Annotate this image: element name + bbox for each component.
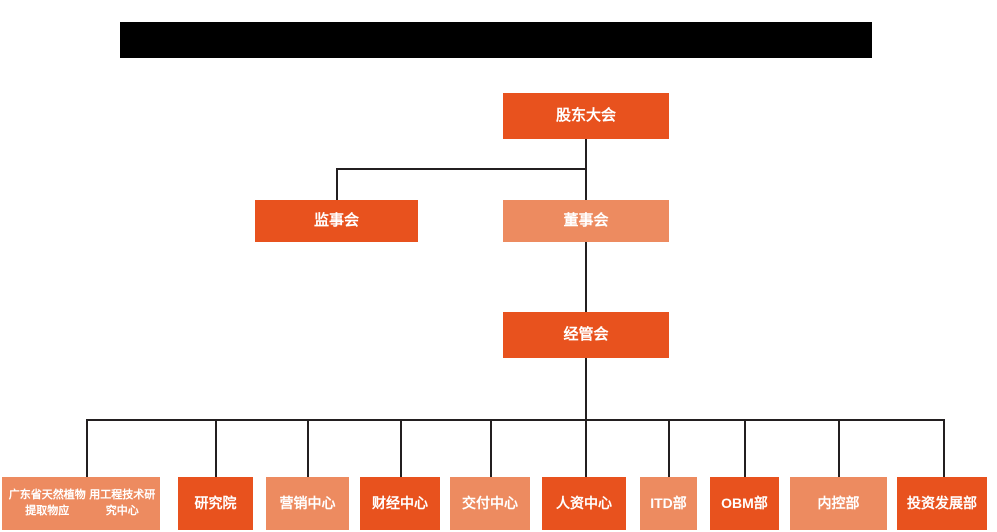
node-hr-center[interactable]: 人资中心 bbox=[542, 477, 626, 530]
node-investment-development-department[interactable]: 投资发展部 bbox=[897, 477, 987, 530]
node-shareholders-meeting[interactable]: 股东大会 bbox=[503, 93, 669, 139]
node-delivery-center[interactable]: 交付中心 bbox=[450, 477, 530, 530]
connector-shareholders-stem bbox=[585, 139, 587, 170]
node-label-line-1: 广东省天然植物提取物应 bbox=[8, 488, 86, 517]
connector-dept-5-drop bbox=[490, 419, 492, 477]
node-research-institute[interactable]: 研究院 bbox=[178, 477, 253, 530]
connector-dept-3-drop bbox=[307, 419, 309, 477]
connector-board-drop bbox=[585, 168, 587, 200]
node-internal-control-department[interactable]: 内控部 bbox=[790, 477, 887, 530]
node-marketing-center[interactable]: 营销中心 bbox=[266, 477, 349, 530]
connector-dept-10-drop bbox=[943, 419, 945, 477]
connector-dept-2-drop bbox=[215, 419, 217, 477]
node-finance-center[interactable]: 财经中心 bbox=[360, 477, 440, 530]
node-label-line-2: 用工程技术研究中心 bbox=[89, 488, 156, 517]
chart-title-banner bbox=[120, 22, 872, 58]
connector-dept-8-drop bbox=[744, 419, 746, 477]
node-obm-department[interactable]: OBM部 bbox=[710, 477, 779, 530]
connector-dept-9-drop bbox=[838, 419, 840, 477]
connector-dept-6-drop bbox=[585, 419, 587, 477]
node-board-of-directors[interactable]: 董事会 bbox=[503, 200, 669, 242]
connector-board-to-management bbox=[585, 242, 587, 312]
connector-management-stem bbox=[585, 358, 587, 420]
connector-dept-7-drop bbox=[668, 419, 670, 477]
connector-supervisory-drop bbox=[336, 168, 338, 200]
connector-dept-4-drop bbox=[400, 419, 402, 477]
connector-level1-bar bbox=[336, 168, 587, 170]
connector-dept-1-drop bbox=[86, 419, 88, 477]
node-management-committee[interactable]: 经管会 bbox=[503, 312, 669, 358]
node-itd-department[interactable]: ITD部 bbox=[640, 477, 697, 530]
node-guangdong-research-center[interactable]: 广东省天然植物提取物应 用工程技术研究中心 bbox=[2, 477, 160, 530]
node-supervisory-board[interactable]: 监事会 bbox=[255, 200, 418, 242]
connector-departments-bar bbox=[86, 419, 944, 421]
